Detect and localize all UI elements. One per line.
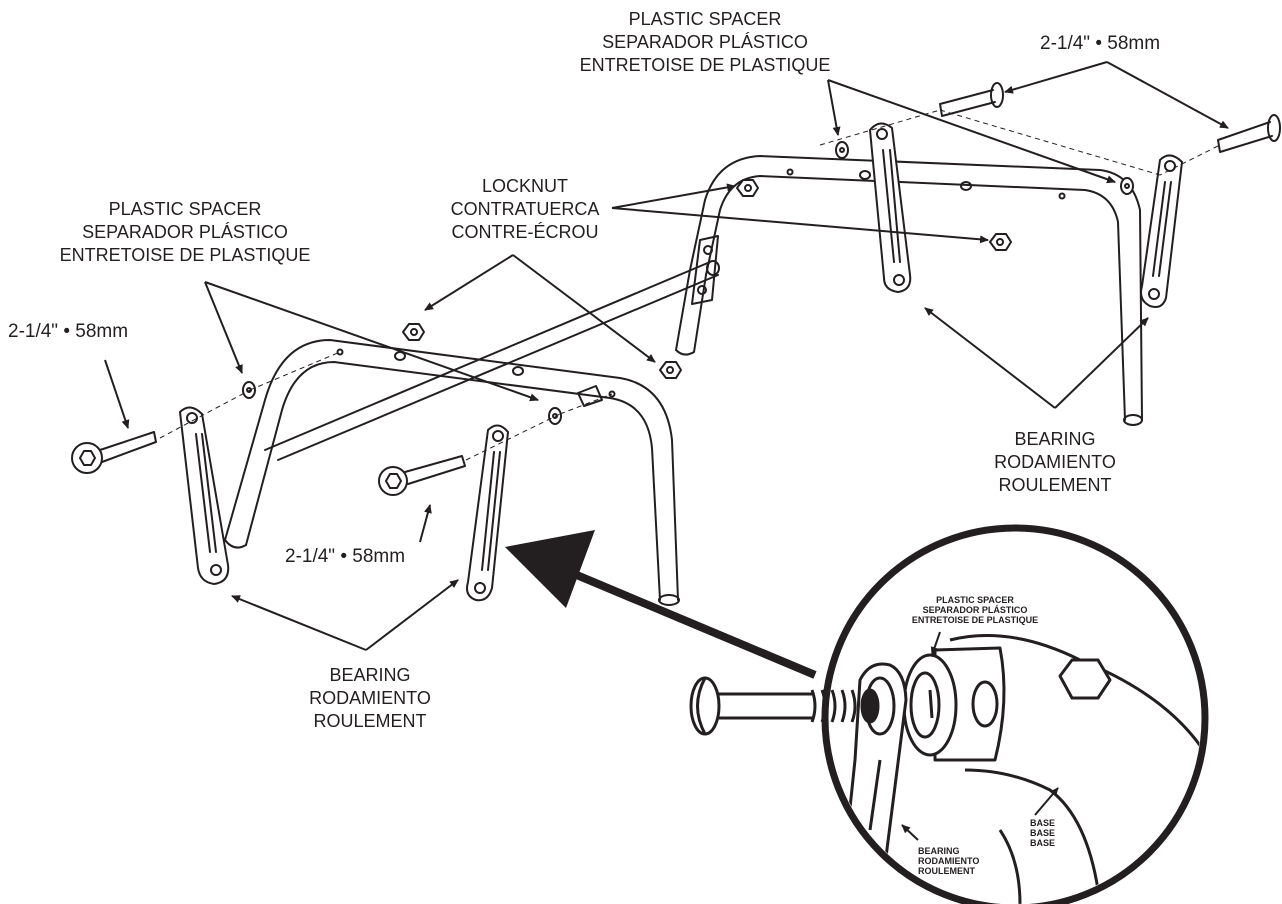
locknut-4: [659, 361, 682, 379]
label-line: SEPARADOR PLÁSTICO: [82, 222, 288, 242]
locknut-3: [402, 323, 425, 341]
bearing-right-1: [869, 122, 912, 293]
label-line: CONTRE-ÉCROU: [451, 222, 599, 242]
bearing-left-1: [179, 406, 230, 585]
label-line: BASE: [1030, 828, 1056, 838]
assembly-axes: [159, 109, 1219, 461]
bolt-center: [378, 455, 466, 496]
label-line: ENTRETOISE DE PLASTIQUE: [579, 55, 831, 75]
detail-label-base: BASE BASE BASE: [1030, 818, 1055, 848]
right-frame-bracket: [691, 235, 719, 305]
label-line: RODAMIENTO: [309, 688, 431, 708]
label-line: ENTRETOISE DE PLASTIQUE: [911, 615, 1039, 625]
locknut-2: [989, 233, 1012, 251]
label-line: BASE: [1030, 818, 1056, 828]
label-line: SEPARADOR PLÁSTICO: [602, 32, 808, 52]
bearing-right-2: [1140, 154, 1183, 308]
label-line: BEARING: [918, 846, 960, 856]
right-frame: [675, 155, 1143, 426]
label-line: RODAMIENTO: [918, 856, 980, 866]
label-line: ROULEMENT: [313, 711, 427, 731]
bearing-left-2: [466, 424, 509, 602]
label-bearing-right: BEARING RODAMIENTO ROULEMENT: [970, 428, 1140, 497]
bolt-top-2: [1217, 114, 1281, 153]
crossbar: [264, 260, 720, 461]
bolt-top-1: [939, 82, 1004, 117]
detail-label-spacer: PLASTIC SPACER SEPARADOR PLÁSTICO ENTRET…: [895, 595, 1055, 625]
leader-arrows: [104, 61, 1229, 651]
label-line: CONTRATUERCA: [450, 199, 600, 219]
locknut-1: [736, 179, 759, 197]
label-plastic-spacer-top: PLASTIC SPACER SEPARADOR PLÁSTICO ENTRET…: [570, 8, 840, 77]
spacer-top-left: [835, 141, 849, 159]
bolt-left: [71, 431, 157, 474]
label-line: PLASTIC SPACER: [936, 595, 1014, 605]
detail-callout: [689, 524, 1209, 904]
dimension-label-left: 2-1/4" • 58mm: [8, 321, 129, 342]
label-line: LOCKNUT: [481, 176, 568, 196]
label-line: BEARING: [1014, 429, 1096, 449]
spacer-top-right: [1120, 177, 1134, 195]
detail-label-bearing: BEARING RODAMIENTO ROULEMENT: [918, 846, 979, 876]
label-line: ROULEMENT: [998, 475, 1112, 495]
label-bearing-left: BEARING RODAMIENTO ROULEMENT: [285, 664, 455, 733]
label-line: PLASTIC SPACER: [628, 9, 782, 29]
label-line: SEPARADOR PLÁSTICO: [922, 605, 1028, 615]
label-line: BASE: [1030, 838, 1056, 848]
label-locknut: LOCKNUT CONTRATUERCA CONTRE-ÉCROU: [440, 175, 610, 244]
dimension-label-center: 2-1/4" • 58mm: [285, 546, 406, 567]
label-line: RODAMIENTO: [994, 452, 1116, 472]
detail-pointer-arrow: [505, 530, 817, 679]
label-line: BEARING: [329, 665, 411, 685]
dimension-label-top-right: 2-1/4" • 58mm: [1040, 33, 1161, 54]
label-line: ROULEMENT: [918, 866, 975, 876]
label-plastic-spacer-left: PLASTIC SPACER SEPARADOR PLÁSTICO ENTRET…: [50, 198, 320, 267]
label-line: PLASTIC SPACER: [108, 199, 262, 219]
label-line: ENTRETOISE DE PLASTIQUE: [59, 245, 311, 265]
